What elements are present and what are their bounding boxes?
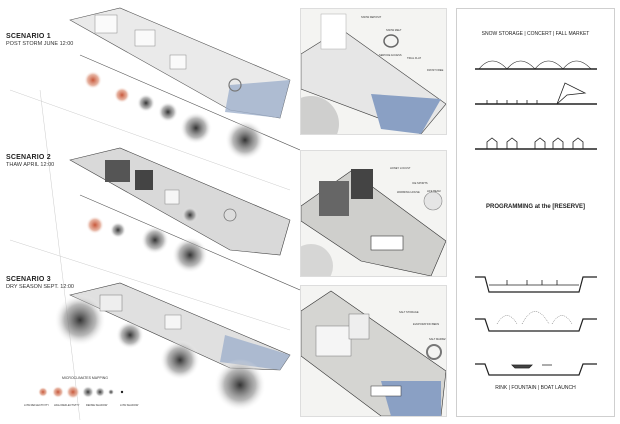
panel-label: SERVICE ACCESS (379, 54, 402, 57)
top-program-label: SNOW STORAGE | CONCERT | FALL MARKET (481, 31, 590, 37)
legend-label: LOW REFLECTIVITY (24, 404, 49, 407)
scenario-3-strip (54, 282, 291, 411)
detail-panel-2: HONEY LOCUST ICE SPORTS WARMING HOUSE LI… (300, 150, 447, 277)
market-section (475, 137, 597, 150)
boat-launch-section (475, 363, 597, 376)
panel-label: SALT MARKET (429, 338, 447, 341)
legend-label: HIGH REFLECTIVITY (54, 404, 80, 407)
panel-label: SNOW DEPOSIT (361, 16, 382, 19)
panel-label: WARMING HOUSE (397, 191, 420, 194)
panel-label: FROST FREE (427, 69, 444, 72)
detail-panel-3: SALT STORAGE EVAPORATION BEDS SALT MARKE… (300, 285, 447, 417)
fountain-section (475, 311, 597, 332)
legend-label: DENSE SHADOW (86, 404, 108, 407)
legend-title: MICROCLIMATES MAPPING (62, 376, 109, 380)
scenario-2-strip (69, 147, 300, 291)
programming-panel: SNOW STORAGE | CONCERT | FALL MARKET PRO… (456, 8, 615, 417)
panel-label: SNOW MELT (386, 29, 402, 32)
concert-section (475, 82, 597, 105)
snow-storage-section (475, 60, 597, 70)
scenario-1-heading: SCENARIO 1 POST STORM JUNE 12:00 (6, 33, 73, 47)
legend-swatches (38, 385, 124, 399)
bottom-program-label: RINK | FOUNTAIN | BOAT LAUNCH (495, 385, 576, 391)
scenario-2-heading: SCENARIO 2 THAW APRIL 12:00 (6, 154, 54, 168)
scenario-subtitle: POST STORM JUNE 12:00 (6, 41, 74, 47)
panel-label: HONEY LOCUST (390, 167, 411, 170)
panel-label: EVAPORATION BEDS (413, 323, 440, 326)
panel-label: TIDAL FLAT (407, 57, 422, 60)
scenario-1-strip (69, 7, 300, 160)
panel-label: SALT STORAGE (399, 311, 419, 314)
scenario-3-heading: SCENARIO 3 DRY SEASON SEPT. 12:00 (6, 276, 74, 290)
panel-label: ICE SPORTS (412, 182, 428, 185)
panel-label: LIFE BEAM (427, 190, 441, 193)
detail-panel-1: SNOW DEPOSIT SNOW MELT SERVICE ACCESS TI… (300, 8, 447, 135)
legend-label: LOW SHADOW (120, 404, 139, 407)
programming-title: PROGRAMMING at the [RESERVE] (486, 204, 585, 210)
scenario-subtitle: DRY SEASON SEPT. 12:00 (6, 284, 74, 290)
rink-section (475, 276, 597, 293)
scenario-title: SCENARIO 3 (6, 276, 51, 283)
scenario-subtitle: THAW APRIL 12:00 (6, 162, 55, 168)
isometric-strips (9, 7, 300, 421)
scenario-title: SCENARIO 2 (6, 154, 51, 161)
scenario-title: SCENARIO 1 (6, 33, 51, 40)
